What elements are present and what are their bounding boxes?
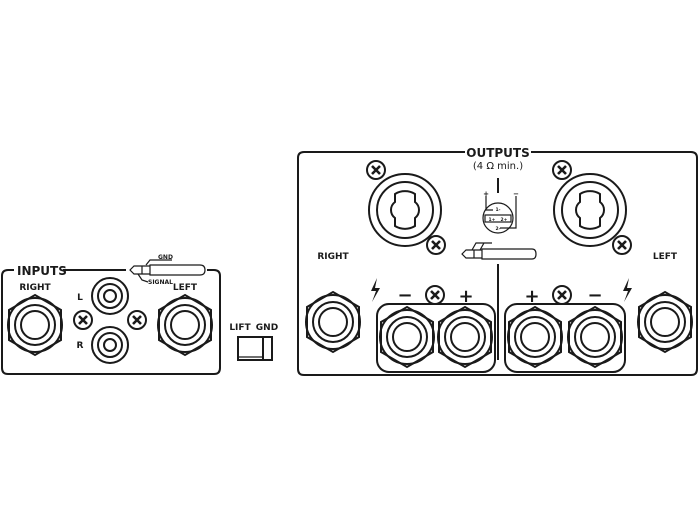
- output-right-label: RIGHT: [317, 252, 349, 262]
- speakon-pin-diagram: + − 1+ 2+ 1- 2-: [482, 190, 519, 234]
- output-left-plus-jack[interactable]: [507, 306, 563, 368]
- outputs-subtitle: (4 Ω min.): [473, 161, 523, 172]
- speakon-right-connector[interactable]: [368, 173, 442, 247]
- screw-icon: [365, 159, 387, 181]
- pin-minus-label: −: [513, 190, 519, 198]
- input-right-jack[interactable]: [7, 294, 63, 356]
- plug-signal-label: SIGNAL: [148, 279, 173, 286]
- outputs-panel: OUTPUTS (4 Ω min.) + − 1+ 2+ 1- 2- RIGHT…: [297, 146, 698, 376]
- minus-sign: −: [397, 285, 412, 306]
- pin-label: 2+: [501, 217, 508, 223]
- ground-lift-switch[interactable]: LIFT GND: [229, 323, 278, 361]
- output-left-jack[interactable]: [637, 291, 693, 353]
- lift-label: LIFT: [229, 323, 251, 333]
- rca-left-jack[interactable]: [91, 277, 129, 315]
- output-left-minus-jack[interactable]: [567, 306, 623, 368]
- rca-right-jack[interactable]: [91, 326, 129, 364]
- pin-plus-label: +: [483, 190, 489, 198]
- screw-icon: [551, 284, 573, 306]
- plug-gnd-label: GND: [158, 254, 173, 261]
- plus-sign: +: [524, 286, 539, 307]
- minus-sign: −: [587, 285, 602, 306]
- output-right-plus-jack[interactable]: [437, 306, 493, 368]
- lightning-bolt-icon: [371, 278, 380, 302]
- inputs-panel: INPUTS GND SIGNAL RIGHT LEFT L R: [1, 254, 221, 375]
- screw-icon: [425, 234, 447, 256]
- screw-icon: [424, 284, 446, 306]
- screw-icon: [611, 234, 633, 256]
- jack-plug-icon: [129, 259, 206, 283]
- rca-left-label: L: [77, 293, 83, 303]
- outputs-title: OUTPUTS: [466, 146, 530, 160]
- gnd-label: GND: [256, 323, 278, 333]
- input-left-label: LEFT: [173, 283, 198, 293]
- jack-plug-icon: [461, 242, 537, 260]
- input-right-label: RIGHT: [19, 283, 51, 293]
- output-right-jack-pair: [376, 303, 496, 373]
- screw-icon: [551, 159, 573, 181]
- lightning-bolt-icon: [623, 278, 632, 302]
- speakon-left-connector[interactable]: [553, 173, 627, 247]
- output-right-jack[interactable]: [305, 291, 361, 353]
- output-right-minus-jack[interactable]: [379, 306, 435, 368]
- pin-label: 1+: [489, 217, 496, 223]
- inputs-title: INPUTS: [17, 264, 67, 278]
- output-left-label: LEFT: [653, 252, 678, 262]
- screw-icon: [72, 309, 94, 331]
- input-left-jack[interactable]: [157, 294, 213, 356]
- output-left-jack-pair: [504, 303, 626, 373]
- pin-label: 2-: [496, 226, 501, 232]
- plus-sign: +: [458, 286, 473, 307]
- rca-right-label: R: [77, 341, 84, 351]
- pin-label: 1-: [496, 207, 501, 213]
- screw-icon: [126, 309, 148, 331]
